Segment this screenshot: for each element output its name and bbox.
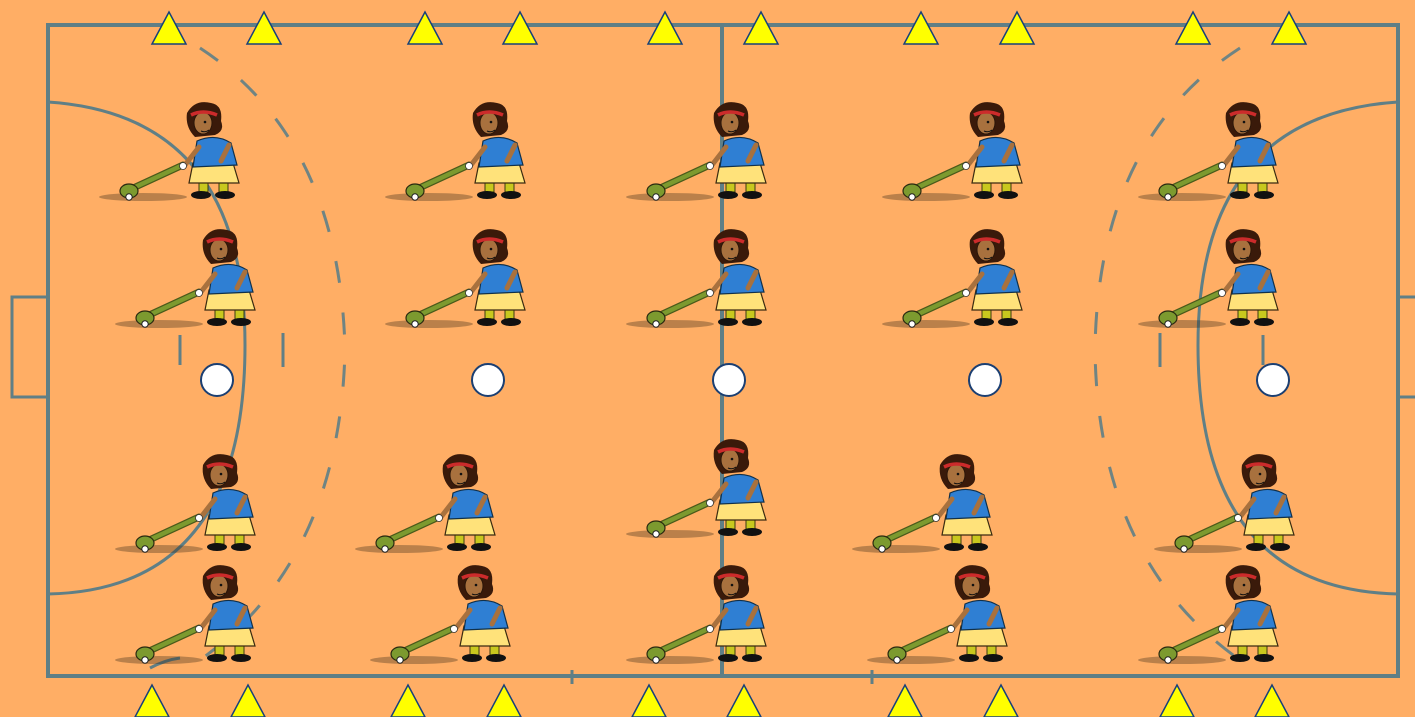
hockey-player-icon	[355, 454, 495, 553]
right-goal	[1398, 297, 1415, 397]
hockey-player-icon	[626, 439, 766, 538]
hockey-player-icon	[1138, 229, 1278, 328]
hockey-player-icon	[115, 454, 255, 553]
cone-icon	[408, 12, 442, 44]
hockey-player-icon	[115, 565, 255, 664]
ball-icon	[713, 364, 745, 396]
ball-icon	[1257, 364, 1289, 396]
cone-icon	[135, 685, 169, 717]
hockey-player-icon	[882, 229, 1022, 328]
cone-icon	[1255, 685, 1289, 717]
balls-layer	[201, 364, 1289, 396]
cone-icon	[152, 12, 186, 44]
hockey-player-icon	[626, 229, 766, 328]
hockey-player-icon	[1154, 454, 1294, 553]
hockey-player-icon	[852, 454, 992, 553]
ball-icon	[472, 364, 504, 396]
hockey-player-icon	[626, 565, 766, 664]
hockey-player-icon	[867, 565, 1007, 664]
hockey-player-icon	[385, 102, 525, 201]
hockey-player-icon	[882, 102, 1022, 201]
cone-icon	[487, 685, 521, 717]
ball-icon	[969, 364, 1001, 396]
cone-icon	[1176, 12, 1210, 44]
right-dashed-arc	[1095, 48, 1240, 660]
cone-icon	[247, 12, 281, 44]
left-goal	[12, 297, 48, 397]
cone-icon	[632, 685, 666, 717]
hockey-player-icon	[626, 102, 766, 201]
cone-icon	[1160, 685, 1194, 717]
cone-icon	[1272, 12, 1306, 44]
hockey-player-icon	[115, 229, 255, 328]
cone-icon	[888, 685, 922, 717]
ball-icon	[201, 364, 233, 396]
hockey-player-icon	[385, 229, 525, 328]
cone-icon	[231, 685, 265, 717]
cone-icon	[1000, 12, 1034, 44]
hockey-player-icon	[370, 565, 510, 664]
cone-icon	[648, 12, 682, 44]
cone-icon	[904, 12, 938, 44]
cone-icon	[984, 685, 1018, 717]
hockey-player-icon	[1138, 102, 1278, 201]
cone-icon	[503, 12, 537, 44]
cone-icon	[727, 685, 761, 717]
cone-icon	[744, 12, 778, 44]
cone-icon	[391, 685, 425, 717]
